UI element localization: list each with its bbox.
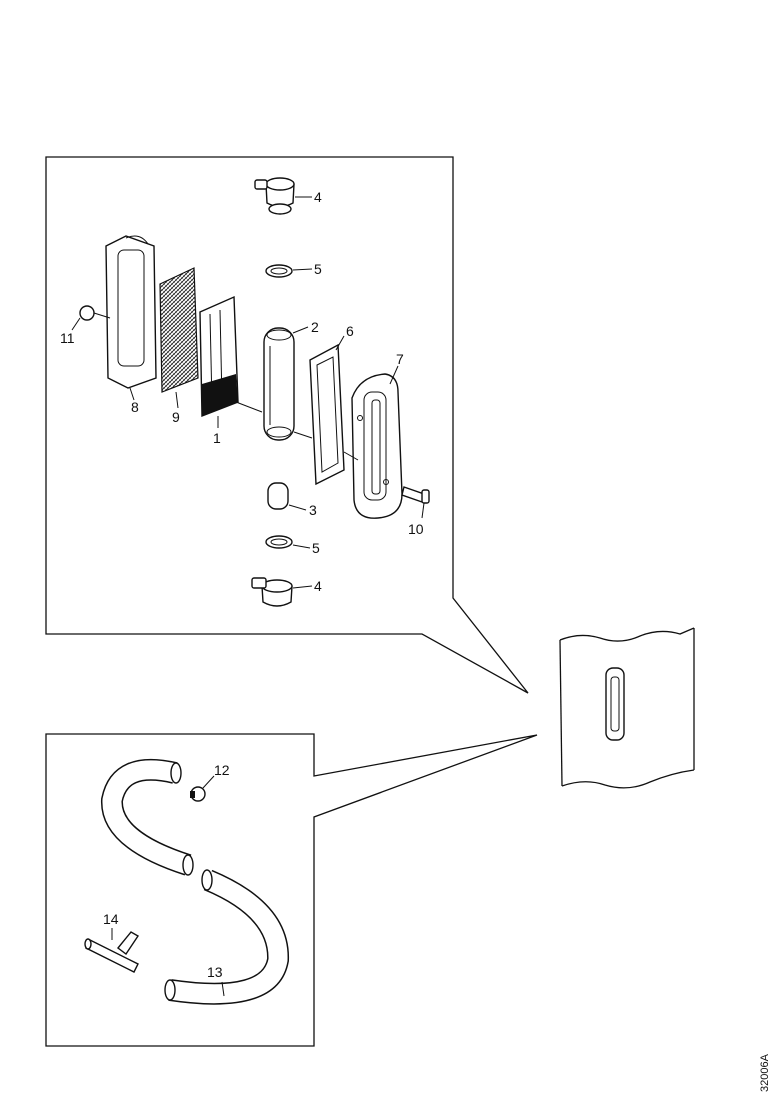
lower-detail-box xyxy=(45,733,538,1047)
part-2-tube xyxy=(263,326,309,441)
callout-3: 3 xyxy=(309,502,317,518)
part-4-top-cap xyxy=(254,177,312,215)
part-13-hose-upper xyxy=(101,758,194,876)
part-13-hose-lower xyxy=(164,869,289,1005)
part-7-frame xyxy=(343,365,403,519)
callout-9: 9 xyxy=(172,409,180,425)
callout-14: 14 xyxy=(103,911,119,927)
part-3-float xyxy=(267,482,307,511)
part-10-screw xyxy=(401,486,430,519)
part-5-top-ring xyxy=(265,264,313,278)
callout-11: 11 xyxy=(60,330,75,346)
callout-7: 7 xyxy=(396,351,404,367)
callout-13: 13 xyxy=(207,964,223,980)
callout-4-top: 4 xyxy=(314,189,322,205)
callout-10: 10 xyxy=(408,521,424,537)
callout-8: 8 xyxy=(131,399,139,415)
callout-5-bottom: 5 xyxy=(312,540,320,556)
part-1-scale xyxy=(199,295,263,428)
callout-12: 12 xyxy=(214,762,230,778)
part-6-window-plate xyxy=(293,335,345,486)
upper-detail-box xyxy=(45,156,529,694)
part-12-fitting xyxy=(190,775,215,802)
part-11-knob xyxy=(71,305,111,331)
callout-6: 6 xyxy=(346,323,354,339)
callout-5-top: 5 xyxy=(314,261,322,277)
figure-code: 32006A xyxy=(759,1053,771,1092)
part-5-bottom-ring xyxy=(265,535,311,549)
callout-2: 2 xyxy=(311,319,319,335)
callout-4-bottom: 4 xyxy=(314,578,322,594)
part-8-back-frame xyxy=(105,235,157,401)
part-9-screen xyxy=(159,267,199,409)
part-4-bottom-cap xyxy=(251,577,313,607)
part-14-t-connector xyxy=(84,928,139,973)
callout-1: 1 xyxy=(213,430,221,446)
machine-side-view xyxy=(559,627,695,789)
